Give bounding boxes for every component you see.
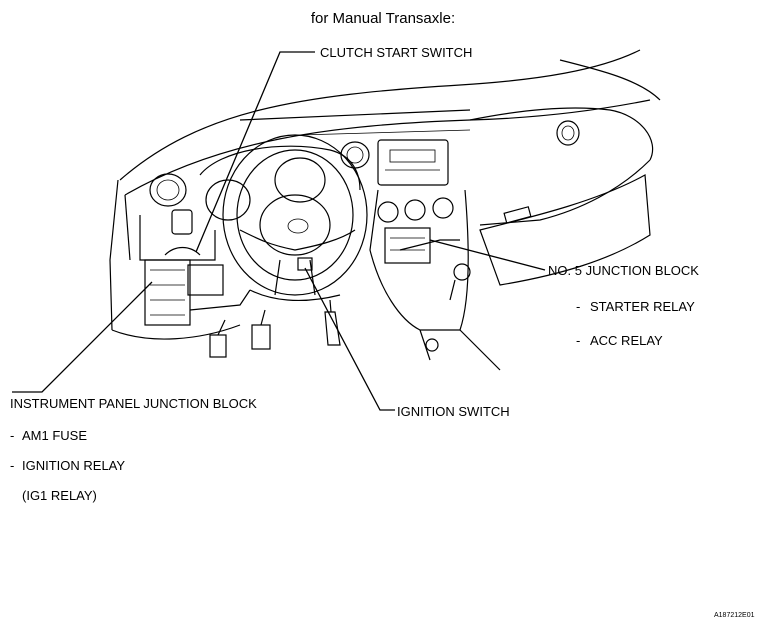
ip-junction-block-shape [144,259,191,326]
leader-ignition-switch [304,267,395,411]
hvac-knob-right [432,197,454,219]
ignition-switch-shape [297,257,313,271]
diagram-title: for Manual Transaxle: [310,10,456,27]
windshield-edge [119,49,641,181]
label-instrument-panel-junction-block: INSTRUMENT PANEL JUNCTION BLOCK [10,396,257,411]
steering-wheel-outer [222,134,368,296]
audio-unit [377,139,449,186]
steering-wheel-hub [259,194,331,256]
label-starter-relay-dash: - [576,299,581,314]
hvac-knob-center [404,199,426,221]
dash-upper-line [239,109,471,121]
leader-clutch-start-switch [195,51,315,253]
no5-junction-block-shape [384,227,431,264]
label-am1-fuse-dash: - [10,428,15,443]
label-ig1-relay: (IG1 RELAY) [22,488,97,503]
left-switch [171,209,193,235]
center-air-vent [340,141,370,169]
steering-wheel-inner [236,149,354,281]
glove-box [479,174,651,286]
brake-pedal [251,324,271,350]
accelerator-pedal [324,311,341,346]
dash-top-line [124,99,651,196]
clutch-pedal [209,334,227,358]
figure-code: A187212E01 [714,612,755,619]
left-air-vent [149,173,187,207]
leader-ip-junction-block [12,281,153,393]
label-ignition-relay: IGNITION RELAY [22,458,126,473]
label-clutch-start-switch: CLUTCH START SWITCH [320,45,473,60]
label-starter-relay: STARTER RELAY [590,299,695,314]
label-acc-relay: ACC RELAY [590,333,663,348]
label-no5-junction-block: NO. 5 JUNCTION BLOCK [548,263,699,278]
right-air-vent [556,120,580,146]
label-ignition-relay-dash: - [10,458,15,473]
label-ignition-switch: IGNITION SWITCH [397,404,510,419]
hvac-knob-left [377,201,399,223]
glove-box-handle [503,206,532,224]
instrument-cluster [199,145,361,191]
shift-knob [453,263,471,281]
label-am1-fuse: AM1 FUSE [22,428,88,443]
label-acc-relay-dash: - [576,333,581,348]
leader-no5-junction-block [429,239,546,271]
